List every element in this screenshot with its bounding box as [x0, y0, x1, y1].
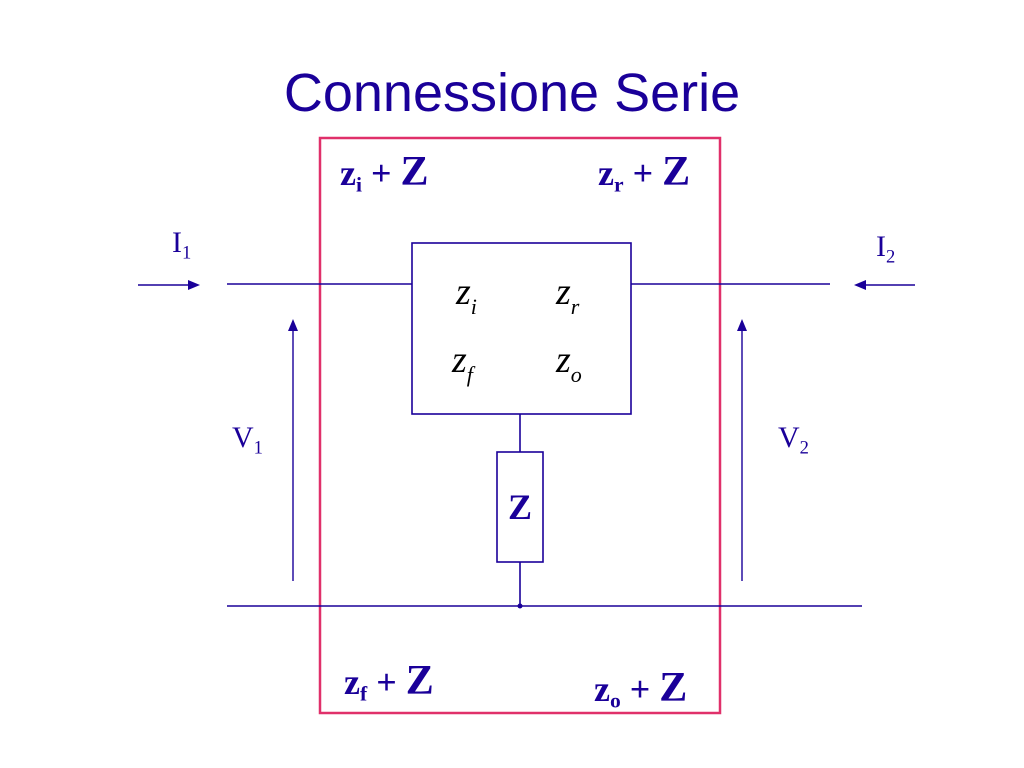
- current-i1-label: I1: [172, 226, 192, 264]
- i1-arrow-head: [188, 280, 200, 290]
- voltage-v2-label: V2: [778, 421, 809, 459]
- equation-bottom-left: zf + Z: [344, 658, 434, 706]
- equation-top-left: zi + Z: [340, 149, 429, 197]
- param-z-o: zo: [556, 339, 582, 387]
- slide-title: Connessione Serie: [283, 63, 741, 123]
- param-z-f: zf: [452, 339, 473, 387]
- v1-arrow-head: [288, 319, 298, 331]
- junction-dot: [517, 603, 523, 609]
- two-port-block: [411, 242, 632, 415]
- param-z-i: zi: [456, 271, 477, 319]
- param-z-r: zr: [556, 271, 580, 319]
- v2-arrow-head: [737, 319, 747, 331]
- equation-top-right: zr + Z: [598, 149, 691, 197]
- current-i2-label: I2: [876, 230, 896, 268]
- network-frame: [318, 136, 722, 715]
- series-impedance-label: Z: [507, 487, 532, 527]
- i2-arrow-head: [854, 280, 866, 290]
- equation-bottom-right: zo + Z: [594, 665, 688, 713]
- voltage-v1-label: V1: [232, 421, 263, 459]
